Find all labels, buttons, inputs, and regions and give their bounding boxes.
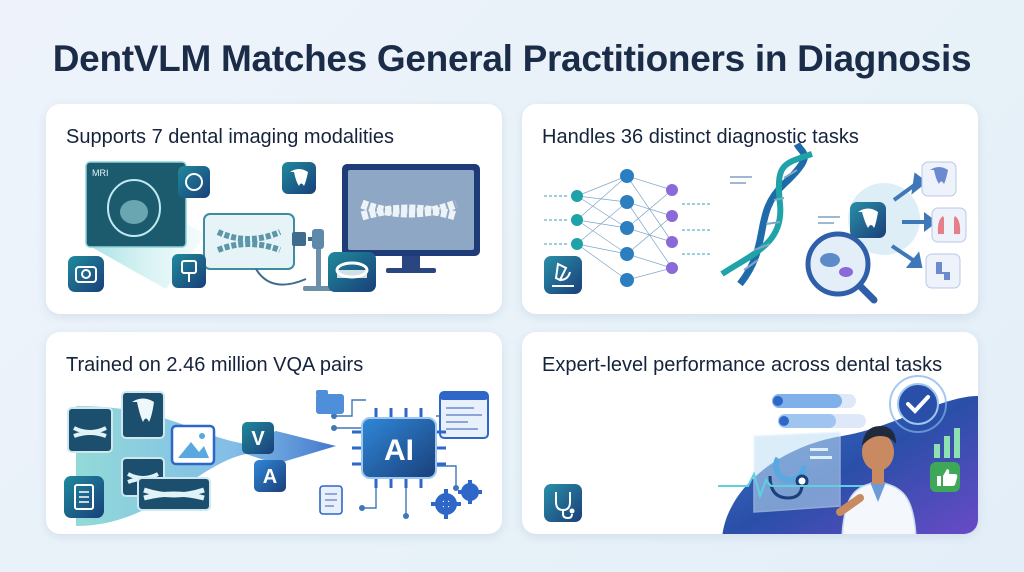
bar-chart-icon — [934, 428, 960, 458]
diagnostic-hologram-screen — [753, 431, 841, 513]
check-circle-icon — [889, 375, 947, 433]
card-title: Expert-level performance across dental t… — [542, 354, 943, 376]
folder-icon — [316, 394, 344, 414]
chip-label: AI — [384, 434, 414, 467]
v-label: V — [251, 428, 265, 450]
page-title: DentVLM Matches General Practitioners in… — [52, 38, 972, 79]
card-diagnostic-tasks: Handles 36 distinct diagnostic tasks — [522, 104, 978, 314]
neural-network-icon — [576, 175, 673, 281]
expert-performance-illustration — [544, 375, 978, 534]
a-token-box — [254, 460, 286, 492]
v-token-box — [242, 422, 274, 454]
intraoral-sensor-icon — [172, 254, 206, 288]
card-expert-performance: Expert-level performance across dental t… — [522, 332, 978, 534]
face-scan-icon — [178, 166, 210, 198]
diagnostic-tasks-illustration — [544, 142, 967, 304]
magnifier-bacteria-icon — [805, 231, 878, 304]
joint-icon — [925, 253, 961, 289]
gears-icon — [431, 480, 482, 519]
thumbs-up-icon — [930, 462, 960, 492]
network-nodes — [571, 169, 678, 287]
card-vqa-pairs: Trained on 2.46 million VQA pairs — [46, 332, 502, 534]
progress-bars — [772, 394, 866, 428]
card-title: Handles 36 distinct diagnostic tasks — [542, 126, 859, 148]
a-label: A — [263, 466, 277, 488]
card-title: Trained on 2.46 million VQA pairs — [66, 354, 364, 376]
mri-label: MRI — [92, 168, 109, 178]
imaging-modalities-illustration: MRI — [68, 161, 480, 292]
heartbeat-line — [718, 471, 871, 500]
dna-helix-icon — [720, 142, 813, 287]
camera-icon — [68, 256, 104, 292]
card-title: Supports 7 dental imaging modalities — [66, 126, 394, 148]
lungs-icon — [931, 207, 967, 243]
vqa-training-illustration: V A — [64, 390, 489, 526]
doctor-figure — [836, 426, 917, 534]
card-imaging-modalities: Supports 7 dental imaging modalities MRI — [46, 104, 502, 314]
ai-chip: AI — [352, 408, 446, 488]
